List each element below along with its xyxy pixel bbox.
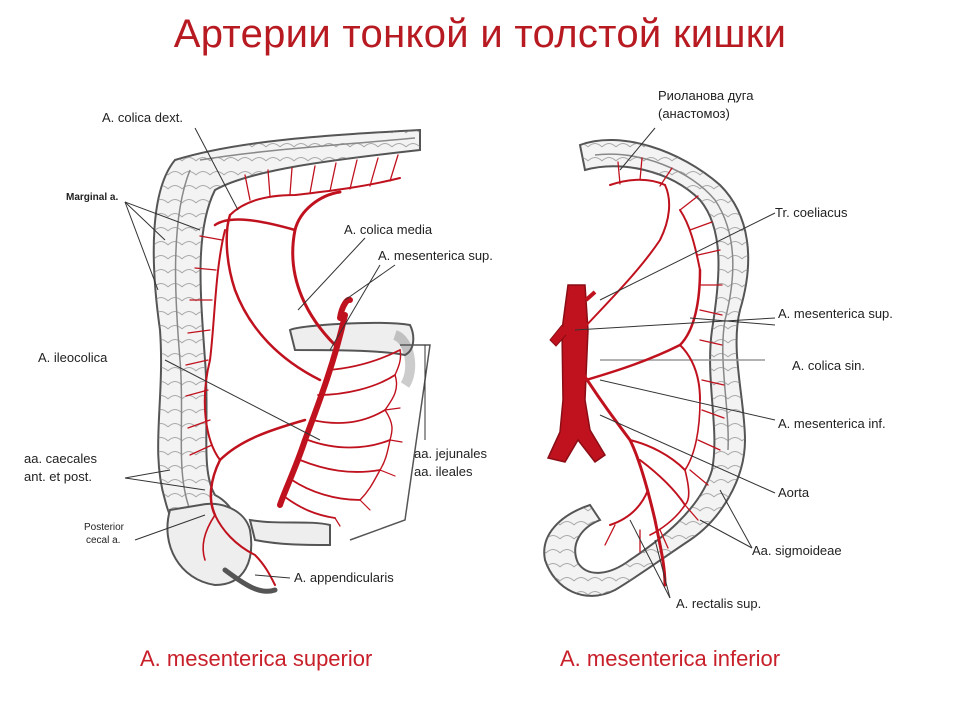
riolan-arc [581, 184, 671, 331]
caecum [166, 502, 253, 587]
label-marginal: Marginal a. [66, 192, 119, 203]
aorta [546, 284, 607, 464]
label-appendicularis: A. appendicularis [294, 570, 394, 585]
label-posterior-1: Posterior [84, 522, 125, 533]
middle-colic-artery [291, 190, 342, 347]
label-mesenterica-inf: A. mesenterica inf. [778, 416, 886, 431]
label-ileocolica: A. ileocolica [38, 350, 108, 365]
caption-inferior: A. mesenterica inferior [560, 646, 781, 671]
left-diagram-superior [152, 128, 431, 594]
left-colic-artery [584, 268, 702, 382]
label-ileales: aa. ileales [414, 464, 473, 479]
leader-lines [124, 127, 776, 599]
label-colica-media: A. colica media [344, 222, 433, 237]
sigmoid-arteries [629, 439, 686, 471]
label-mesenterica-sup-right: A. mesenterica sup. [778, 306, 893, 321]
label-aorta: Aorta [778, 485, 810, 500]
label-jejunales: aa. jejunales [414, 446, 487, 461]
label-mesenterica-sup-left: A. mesenterica sup. [378, 248, 493, 263]
right-colic-artery [225, 213, 322, 382]
label-colica-dext: A. colica dext. [102, 110, 183, 125]
left-arteries [185, 154, 403, 586]
label-riolan-2: (анастомоз) [658, 106, 730, 121]
label-posterior-2: cecal a. [86, 535, 121, 546]
page-title: Артерии тонкой и толстой кишки [173, 12, 787, 56]
small-intestine-loop-bottom [248, 518, 331, 547]
label-colica-sin: A. colica sin. [792, 358, 865, 373]
right-diagram-inferior [543, 138, 765, 597]
label-sigmoideae: Aa. sigmoideae [752, 543, 842, 558]
label-coeliacus: Tr. coeliacus [775, 205, 848, 220]
label-caecales-2: ant. et post. [24, 469, 92, 484]
caption-superior: A. mesenterica superior [140, 646, 373, 671]
appendix [222, 567, 278, 594]
superior-mesenteric-trunk [277, 312, 348, 508]
inferior-mesenteric-artery [582, 373, 667, 587]
label-caecales-1: aa. caecales [24, 451, 97, 466]
right-arteries [581, 157, 725, 587]
label-rectalis: A. rectalis sup. [676, 596, 762, 611]
label-riolan-1: Риоланова дуга [658, 88, 754, 103]
